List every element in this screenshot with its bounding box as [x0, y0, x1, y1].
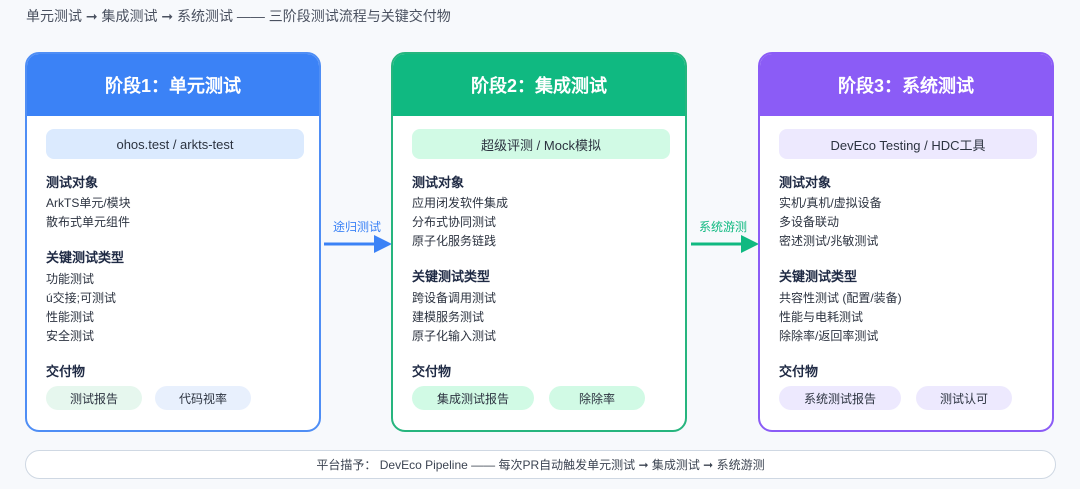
deliverable-badge: 系统测试报告 [779, 386, 901, 410]
test-object-item: 散布式单元组件 [46, 215, 131, 229]
tool-badge: 超级评测 / Mock模拟 [412, 129, 670, 159]
test-objects-heading: 测试对象 [779, 175, 832, 190]
deliverable-badge: 代码视率 [155, 386, 251, 410]
key-type-item: 跨设备调用测试 [412, 291, 497, 305]
arrow-label-system: 系统游测 [699, 220, 748, 234]
deliverables-heading: 交付物 [779, 364, 819, 379]
key-type-item: 共容性测试 (配置/装备) [779, 291, 902, 305]
deliverables-heading: 交付物 [412, 364, 452, 379]
arrow-right-icon [324, 235, 392, 253]
arrow-label-regression: 途归测试 [333, 220, 382, 234]
test-object-item: 密述测试/兆敏测试 [779, 234, 879, 248]
stage-header: 阶段1：单元测试 [27, 54, 319, 116]
deliverable-badge: 集成测试报告 [412, 386, 534, 410]
test-object-item: 原子化服务链践 [412, 234, 497, 248]
test-objects-heading: 测试对象 [412, 175, 465, 190]
key-type-item: 安全测试 [46, 329, 95, 343]
key-type-item: 原子化输入测试 [412, 329, 497, 343]
stage-header: 阶段3：系统测试 [760, 54, 1052, 116]
test-object-item: ArkTS单元/模块 [46, 196, 131, 210]
deliverable-badge: 除除率 [549, 386, 645, 410]
tool-badge: ohos.test / arkts-test [46, 129, 304, 159]
deliverable-badge: 测试认可 [916, 386, 1012, 410]
stage-card-integration-test: 阶段2：集成测试 超级评测 / Mock模拟 测试对象 应用闭发软件集成 分布式… [391, 52, 687, 432]
platform-footer: 平台描予： DevEco Pipeline —— 每次PR自动触发单元测试 ➞ … [25, 450, 1056, 479]
test-object-item: 实机/真机/虚拟设备 [779, 196, 882, 210]
test-objects-heading: 测试对象 [46, 175, 99, 190]
test-object-item: 分布式协同测试 [412, 215, 497, 229]
stage-header: 阶段2：集成测试 [393, 54, 685, 116]
stage-card-system-test: 阶段3：系统测试 DevEco Testing / HDC工具 测试对象 实机/… [758, 52, 1054, 432]
key-type-item: ú交接;可测试 [46, 291, 117, 305]
tool-badge: DevEco Testing / HDC工具 [779, 129, 1037, 159]
test-object-item: 应用闭发软件集成 [412, 196, 509, 210]
stage-card-unit-test: 阶段1：单元测试 ohos.test / arkts-test 测试对象 Ark… [25, 52, 321, 432]
key-type-item: 功能测试 [46, 272, 95, 286]
deliverables-heading: 交付物 [46, 364, 86, 379]
key-types-heading: 关键测试类型 [412, 269, 491, 284]
test-object-item: 多设备联动 [779, 215, 840, 229]
key-type-item: 性能与电耗测试 [779, 310, 864, 324]
arrow-right-icon [691, 235, 759, 253]
key-type-item: 除除率/返回率测试 [779, 329, 879, 343]
key-types-heading: 关键测试类型 [779, 269, 858, 284]
key-types-heading: 关键测试类型 [46, 250, 125, 265]
key-type-item: 性能测试 [46, 310, 95, 324]
page-title: 单元测试 ➞ 集成测试 ➞ 系统测试 —— 三阶段测试流程与关键交付物 [26, 8, 451, 24]
key-type-item: 建模服务测试 [412, 310, 485, 324]
deliverable-badge: 测试报告 [46, 386, 142, 410]
